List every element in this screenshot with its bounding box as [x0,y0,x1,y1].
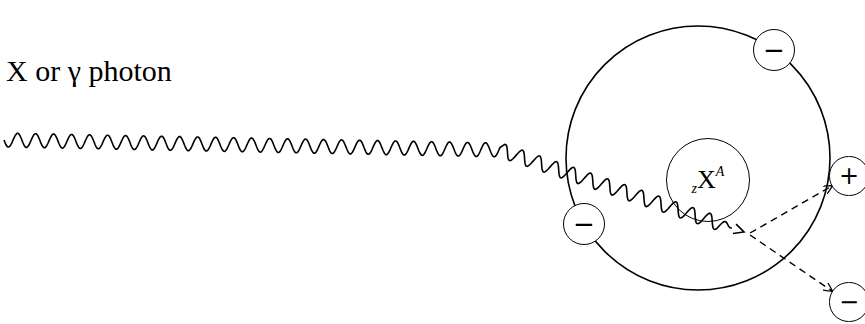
photon-label: X or γ photon [6,54,172,88]
nucleus: zXA [666,138,750,222]
photon-wave [4,133,732,229]
atom-orbit [566,26,830,290]
element-symbol: X [697,167,716,193]
electron-track [750,235,832,291]
positron: + [829,156,865,195]
emitted-electron: − [829,282,865,321]
symbol-group: − [763,37,785,63]
orbital-electron: − [753,29,795,71]
orbital-electron: − [563,203,605,245]
charge-sign: − [763,37,785,63]
charge-sign: − [839,290,859,314]
charge-sign: − [573,211,595,237]
symbol-group: + [839,164,859,188]
atomic-number: z [692,182,697,196]
symbol-group: − [839,290,859,314]
photon-arrowhead [733,224,744,233]
positron-track [750,186,832,233]
mass-number: A [716,165,725,179]
symbol-group: − [573,211,595,237]
charge-sign: + [839,164,859,188]
symbol-group: zXA [692,167,725,193]
